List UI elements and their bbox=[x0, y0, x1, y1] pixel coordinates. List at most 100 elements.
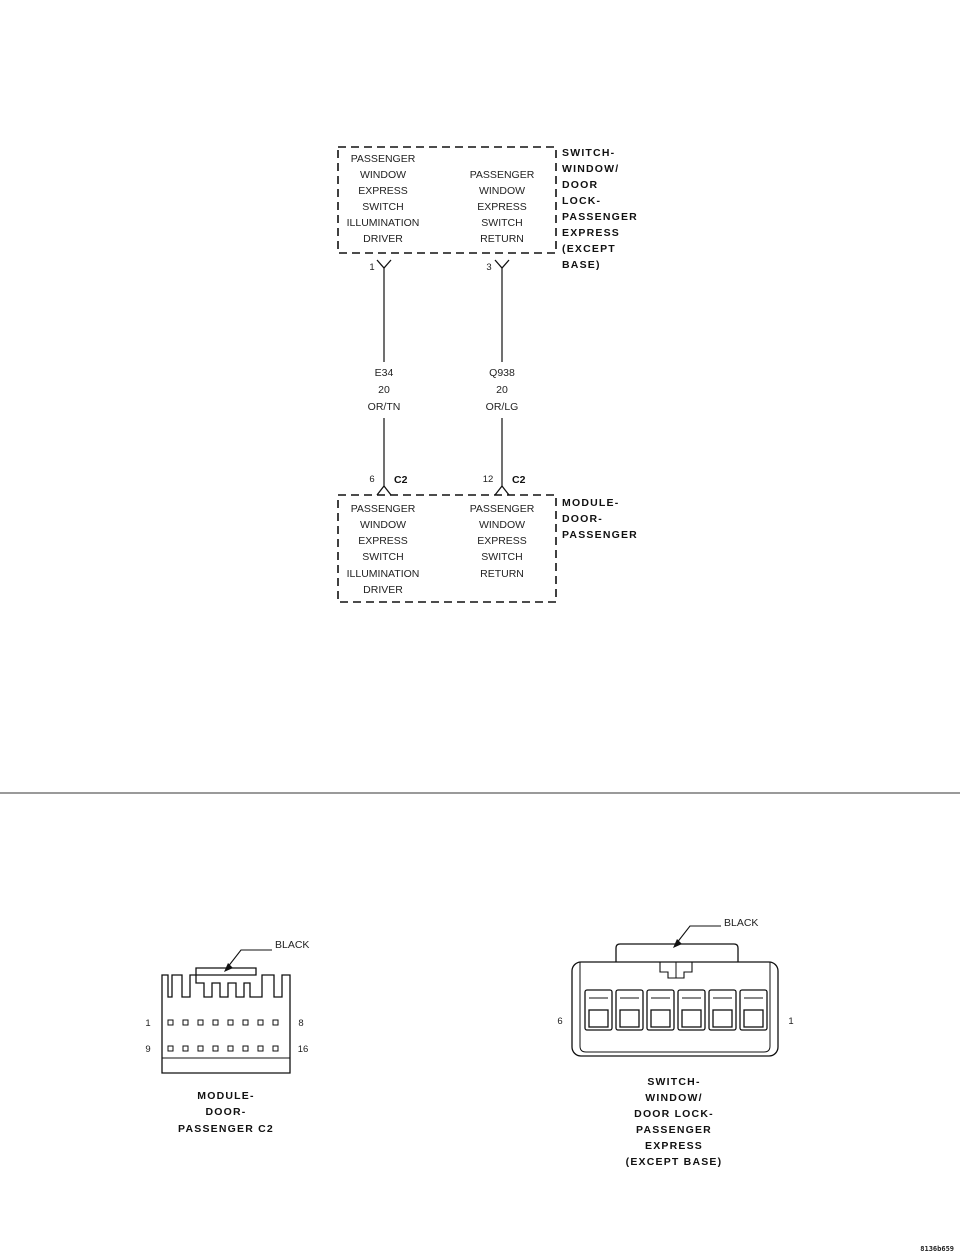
switch-right-line-4: SWITCH bbox=[481, 217, 522, 229]
switch-name-line-7: (EXCEPT bbox=[562, 243, 616, 255]
module-c2-cavity bbox=[212, 1045, 219, 1052]
module-c2-pin-row-1 bbox=[167, 1019, 279, 1026]
switch-left-line-5: ILLUMINATION bbox=[347, 217, 420, 229]
module-c2-pin-row-2 bbox=[167, 1045, 279, 1052]
switch-cavity bbox=[584, 989, 613, 1031]
module-component-box bbox=[337, 494, 557, 603]
module-c2-name-line-2: DOOR- bbox=[206, 1106, 247, 1118]
switch-right-line-1: PASSENGER bbox=[470, 169, 535, 181]
switch-connector-pin-label-1: 1 bbox=[788, 1016, 793, 1027]
module-left-line-4: SWITCH bbox=[362, 551, 403, 563]
switch-right-line-5: RETURN bbox=[480, 233, 524, 245]
switch-left-line-6: DRIVER bbox=[363, 233, 403, 245]
switch-component-name: SWITCH- WINDOW/ DOOR LOCK- PASSENGER EXP… bbox=[562, 147, 638, 271]
module-right-line-3: EXPRESS bbox=[477, 535, 527, 547]
switch-name-line-8: BASE) bbox=[562, 259, 601, 271]
switch-connector-name-line-5: EXPRESS bbox=[645, 1140, 703, 1152]
wire-right-gauge: 20 bbox=[496, 384, 508, 396]
switch-name-line-4: LOCK- bbox=[562, 195, 601, 207]
switch-connector-name-line-3: DOOR LOCK- bbox=[634, 1108, 714, 1120]
module-c2-cavity bbox=[272, 1045, 279, 1052]
module-name-line-3: PASSENGER bbox=[562, 529, 638, 541]
module-c2-color-label: BLACK bbox=[275, 939, 309, 951]
switch-name-line-5: PASSENGER bbox=[562, 211, 638, 223]
switch-name-line-2: WINDOW/ bbox=[562, 163, 619, 175]
module-c2-cavity bbox=[167, 1019, 174, 1026]
switch-right-line-2: WINDOW bbox=[479, 185, 525, 197]
module-connector-left-id: C2 bbox=[394, 474, 408, 486]
module-right-line-2: WINDOW bbox=[479, 519, 525, 531]
module-left-line-1: PASSENGER bbox=[351, 503, 416, 515]
figure-id: 8136b659 bbox=[920, 1245, 954, 1253]
switch-pin-right-terminal bbox=[494, 259, 510, 269]
module-c2-cavity bbox=[257, 1045, 264, 1052]
switch-right-circuit-labels: PASSENGER WINDOW EXPRESS SWITCH RETURN bbox=[470, 169, 535, 245]
module-c2-cavity bbox=[197, 1045, 204, 1052]
module-c2-cavity bbox=[167, 1045, 174, 1052]
module-connector-right-id: C2 bbox=[512, 474, 526, 486]
module-pin-right-label: 12 bbox=[483, 474, 494, 485]
switch-connector-name-line-1: SWITCH- bbox=[647, 1076, 700, 1088]
switch-connector-name-line-2: WINDOW/ bbox=[645, 1092, 702, 1104]
switch-left-circuit-labels: PASSENGER WINDOW EXPRESS SWITCH ILLUMINA… bbox=[347, 153, 420, 245]
wire-right-label: Q938 20 OR/LG bbox=[486, 367, 519, 413]
switch-pin-right-label: 3 bbox=[486, 262, 491, 273]
module-c2-cavity bbox=[272, 1019, 279, 1026]
switch-left-line-2: WINDOW bbox=[360, 169, 406, 181]
module-c2-cavity bbox=[182, 1019, 189, 1026]
switch-name-line-1: SWITCH- bbox=[562, 147, 615, 159]
switch-cavity bbox=[739, 989, 768, 1031]
wire-left-label: E34 20 OR/TN bbox=[368, 367, 401, 413]
switch-cavity bbox=[708, 989, 737, 1031]
module-c2-leader-arrowhead bbox=[224, 963, 233, 972]
module-left-line-5: ILLUMINATION bbox=[347, 568, 420, 580]
wire-right-color: OR/LG bbox=[486, 401, 519, 413]
module-left-circuit-labels: PASSENGER WINDOW EXPRESS SWITCH ILLUMINA… bbox=[347, 503, 420, 596]
wire-left-circuit: E34 bbox=[375, 367, 394, 379]
module-c2-cavity bbox=[242, 1019, 249, 1026]
switch-connector-color-leader bbox=[675, 925, 721, 945]
switch-connector-color-label: BLACK bbox=[724, 917, 758, 929]
switch-connector-name-line-4: PASSENGER bbox=[636, 1124, 712, 1136]
switch-connector-leader-arrowhead bbox=[673, 939, 682, 948]
switch-pin-left-terminal bbox=[376, 259, 392, 269]
module-left-line-2: WINDOW bbox=[360, 519, 406, 531]
module-c2-cavity bbox=[227, 1019, 234, 1026]
module-name-line-1: MODULE- bbox=[562, 497, 619, 509]
module-c2-pin-label-9: 9 bbox=[145, 1044, 150, 1055]
wire-right-circuit: Q938 bbox=[489, 367, 515, 379]
switch-connector-inner-shell bbox=[579, 962, 771, 1053]
switch-connector-view: BLACK 6 1 SWITCH- WINDOW/ DOOR LOCK- PAS… bbox=[557, 917, 793, 1168]
module-c2-pin-label-1: 1 bbox=[145, 1018, 150, 1029]
module-pin-left-terminal bbox=[376, 484, 392, 496]
module-right-circuit-labels: PASSENGER WINDOW EXPRESS SWITCH RETURN bbox=[470, 503, 535, 580]
module-c2-name-line-3: PASSENGER C2 bbox=[178, 1123, 274, 1135]
switch-name-line-6: EXPRESS bbox=[562, 227, 620, 239]
module-left-line-6: DRIVER bbox=[363, 584, 403, 596]
switch-connector-cavities bbox=[584, 989, 768, 1031]
switch-right-line-3: EXPRESS bbox=[477, 201, 527, 213]
module-c2-cavity bbox=[227, 1045, 234, 1052]
module-c2-pin-label-16: 16 bbox=[298, 1044, 309, 1055]
switch-cavity bbox=[677, 989, 706, 1031]
switch-left-line-1: PASSENGER bbox=[351, 153, 416, 165]
module-c2-cavity bbox=[182, 1045, 189, 1052]
module-left-line-3: EXPRESS bbox=[358, 535, 408, 547]
switch-left-line-3: EXPRESS bbox=[358, 185, 408, 197]
module-c2-cavity bbox=[212, 1019, 219, 1026]
module-c2-housing bbox=[161, 967, 291, 1074]
module-c2-cavity bbox=[197, 1019, 204, 1026]
switch-connector-pin-label-6: 6 bbox=[557, 1016, 562, 1027]
switch-left-line-4: SWITCH bbox=[362, 201, 403, 213]
module-right-line-1: PASSENGER bbox=[470, 503, 535, 515]
module-component-name: MODULE- DOOR- PASSENGER bbox=[562, 497, 638, 541]
module-c2-cavity bbox=[257, 1019, 264, 1026]
switch-pin-left-label: 1 bbox=[369, 262, 374, 273]
switch-connector-name-line-6: (EXCEPT BASE) bbox=[626, 1156, 723, 1168]
module-pin-left-label: 6 bbox=[369, 474, 374, 485]
wire-left-color: OR/TN bbox=[368, 401, 401, 413]
module-right-line-5: RETURN bbox=[480, 568, 524, 580]
module-name-line-2: DOOR- bbox=[562, 513, 603, 525]
wire-left-gauge: 20 bbox=[378, 384, 390, 396]
